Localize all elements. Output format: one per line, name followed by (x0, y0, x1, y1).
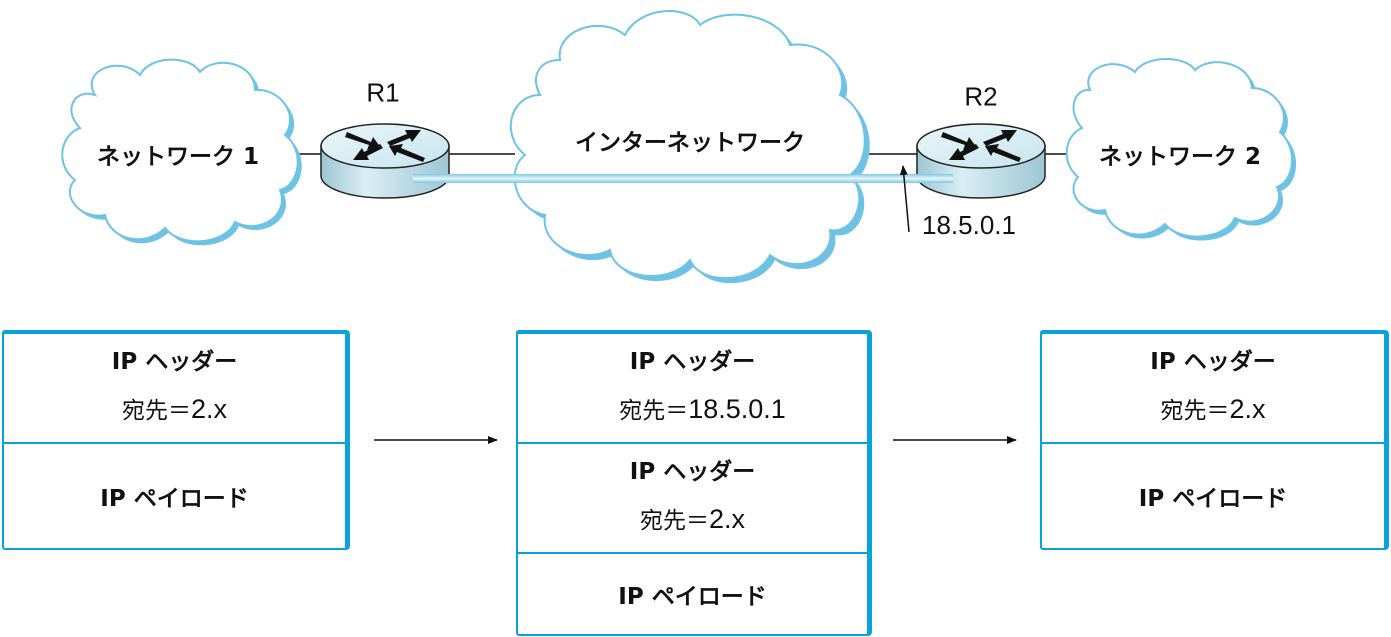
payload-label: IP ペイロード (618, 584, 767, 610)
header-destination: 宛先＝2.x (640, 494, 745, 545)
header-destination: 宛先＝18.5.0.1 (599, 384, 786, 435)
header-title: IP ヘッダー (629, 458, 756, 485)
network-1-label: ネットワーク 1 (96, 144, 260, 170)
internetwork-label: インターネットワーク (575, 130, 805, 156)
router-r2-icon (916, 123, 1046, 199)
header-destination: 宛先＝2.x (122, 384, 227, 435)
payload-label: IP ペイロード (1138, 486, 1288, 512)
network-2-label: ネットワーク 2 (1098, 144, 1262, 170)
destination-label: 宛先＝ (1160, 398, 1230, 425)
outer-ip-header-segment: IP ヘッダー 宛先＝18.5.0.1 (518, 334, 867, 444)
destination-value: 2.x (708, 504, 746, 535)
ip-payload-segment: IP ペイロード (1042, 444, 1384, 548)
header-destination: 宛先＝2.x (1160, 384, 1265, 435)
ip-payload-segment: IP ペイロード (4, 444, 345, 548)
destination-label: 宛先＝ (619, 398, 689, 425)
destination-value: 2.x (1229, 394, 1266, 425)
payload-label: IP ペイロード (100, 486, 249, 512)
router-r1-icon (320, 123, 450, 199)
ip-header-segment: IP ヘッダー 宛先＝2.x (4, 334, 345, 444)
destination-value: 18.5.0.1 (688, 394, 786, 425)
header-title: IP ヘッダー (629, 348, 756, 375)
router-r2-label: R2 (964, 81, 998, 112)
tunnel-endpoint-address: 18.5.0.1 (922, 210, 1016, 240)
ip-payload-segment: IP ペイロード (518, 554, 867, 634)
endpoint-pointer-arrow (899, 165, 910, 233)
network-2-cloud (1065, 58, 1297, 241)
packet-decapsulated: IP ヘッダー 宛先＝2.x IP ペイロード (1040, 330, 1389, 550)
ip-tunnel (413, 174, 953, 183)
inner-ip-header-segment: IP ヘッダー 宛先＝2.x (518, 444, 867, 554)
network-1-cloud (61, 58, 302, 246)
header-title: IP ヘッダー (111, 348, 238, 375)
ip-header-segment: IP ヘッダー 宛先＝2.x (1042, 334, 1384, 444)
destination-label: 宛先＝ (121, 398, 191, 425)
packet-encapsulated: IP ヘッダー 宛先＝18.5.0.1 IP ヘッダー 宛先＝2.x IP ペイ… (516, 330, 872, 636)
router-r1-label: R1 (366, 77, 400, 108)
header-title: IP ヘッダー (1150, 348, 1276, 375)
destination-label: 宛先＝ (639, 508, 709, 535)
destination-value: 2.x (190, 394, 228, 425)
packet-original: IP ヘッダー 宛先＝2.x IP ペイロード (2, 330, 350, 550)
